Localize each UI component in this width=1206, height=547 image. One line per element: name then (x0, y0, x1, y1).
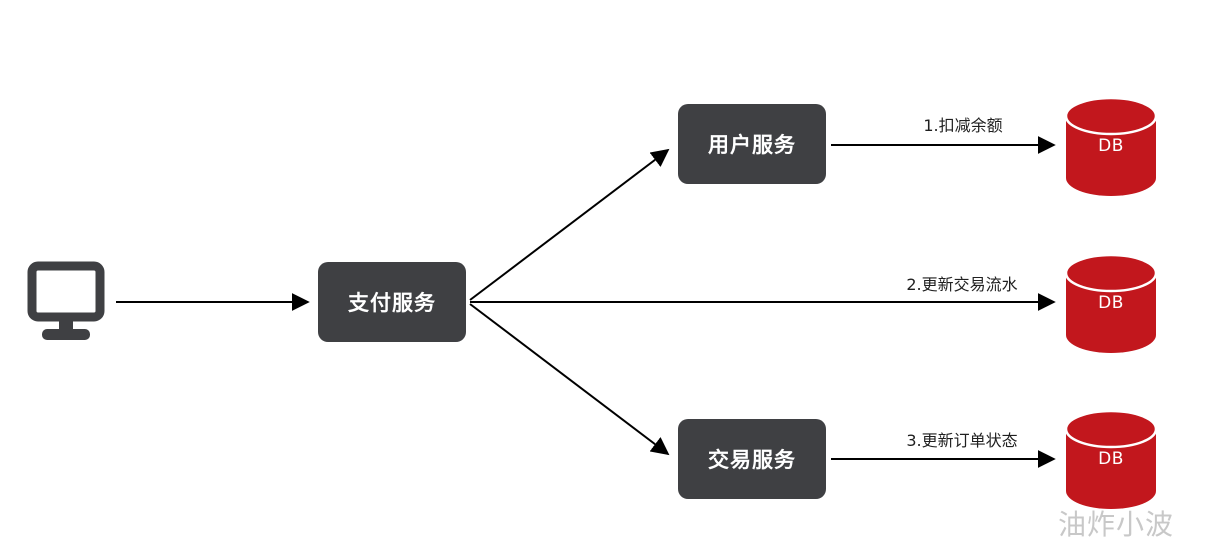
edge-payment-to-user (469, 148, 670, 301)
trade-service-label: 交易服务 (708, 448, 796, 472)
edge-payment-to-trade (469, 303, 670, 456)
db-label: DB (1098, 293, 1124, 313)
database-icon (1064, 253, 1158, 353)
database-icon (1064, 409, 1158, 509)
edge-label-update-trade-flow: 2.更新交易流水 (906, 275, 1018, 294)
db-label: DB (1098, 136, 1124, 156)
computer-monitor-icon (27, 261, 105, 340)
node-user-service: 用户服务 (678, 104, 826, 184)
user-service-label: 用户服务 (708, 133, 796, 157)
database-icon (1064, 96, 1158, 196)
payment-service-label: 支付服务 (348, 291, 436, 315)
node-database-trade: DB (1064, 409, 1158, 509)
watermark: 油炸小波 (1058, 508, 1175, 541)
node-payment-service: 支付服务 (318, 262, 466, 342)
edge-label-update-order-status: 3.更新订单状态 (906, 431, 1018, 450)
node-database-payment: DB (1064, 253, 1158, 353)
edge-label-deduct-balance: 1.扣减余额 (923, 116, 1003, 135)
node-trade-service: 交易服务 (678, 419, 826, 499)
node-database-user: DB (1064, 96, 1158, 196)
db-label: DB (1098, 449, 1124, 469)
